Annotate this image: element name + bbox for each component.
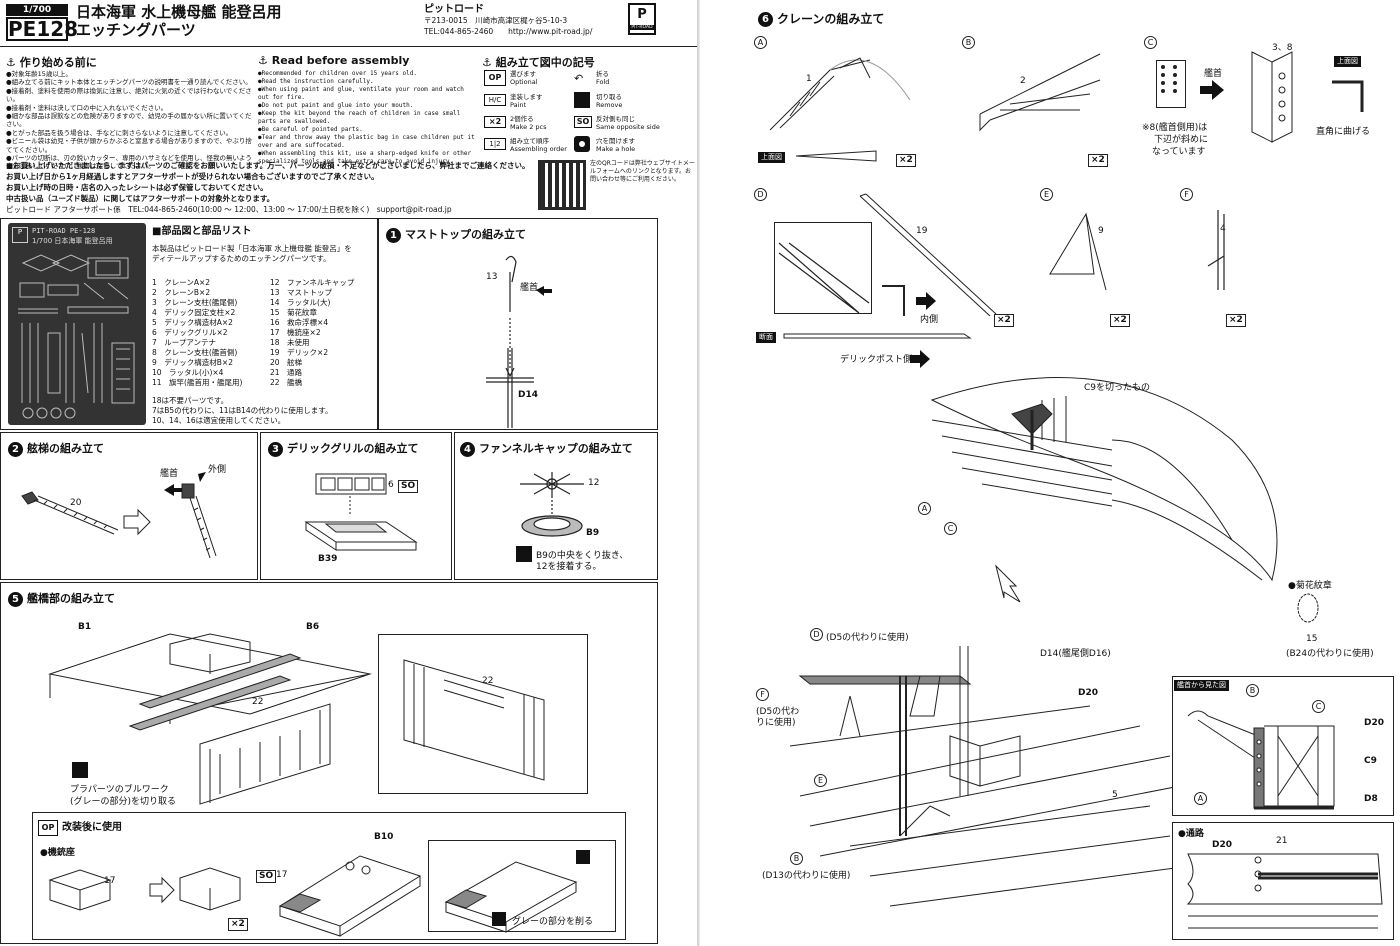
derrick-drawing [859, 193, 997, 317]
parts-notes: 18は不要パーツです。7はB5の代わりに、11はB14の代わりに使用します。10… [152, 396, 333, 425]
support-notice: ■お買い上げいただきましたら、まずはパーツのご確認をお願いいたします。万一、パー… [6, 161, 530, 214]
remove-icon [516, 546, 532, 562]
bow-view-box [1172, 676, 1394, 816]
paint-icon: H/C [484, 94, 506, 106]
part9-drawing [1049, 212, 1107, 291]
fret-logo: P [12, 227, 28, 243]
fret-parts-drawing [18, 254, 135, 419]
anchor-icon: ⚓ [258, 54, 268, 67]
emblem-drawing [1297, 593, 1319, 623]
bow-arrow-icon [536, 286, 552, 296]
step5-detail-drawing [403, 659, 545, 781]
ship-bow-drawing [930, 377, 1278, 582]
crane-b-drawing [979, 53, 1101, 132]
step1-section [378, 218, 658, 430]
step3-section [260, 432, 452, 580]
parts-intro: 本製品はピットロード製「日本海軍 水上機母艦 能登呂」をディテールアップするため… [152, 244, 352, 263]
anchor-icon: ⚓ [482, 56, 492, 69]
gun-platform-drawing [48, 867, 241, 911]
fret-image: P PIT-ROAD PE-128 1/700 日本海軍 能登呂用 [8, 223, 146, 425]
anchor-icon: ⚓ [6, 56, 16, 69]
step2-section [0, 432, 258, 580]
step1-mast-drawing [486, 255, 552, 428]
b10-detail-drawing [444, 861, 578, 933]
so-icon: SO [574, 116, 592, 128]
bow-arrow-icon [1200, 80, 1224, 100]
arrow-icon [916, 292, 936, 310]
symbols-title: ⚓ 組み立て図中の記号 [482, 56, 595, 69]
product-code: PE128 [6, 17, 79, 41]
before-list: ●対象年齢15歳以上。●組み立てる前にキット本体とエッチングパーツの説明書を一通… [6, 70, 252, 171]
optional-title: 改装後に使用 [62, 822, 122, 833]
section-drawing [783, 333, 972, 339]
walkway-drawing [1186, 853, 1383, 929]
remove-icon [492, 912, 506, 926]
fold-icon: ↶ [574, 72, 584, 85]
maker-address: 〒213-0015 川崎市高津区梶ヶ谷5-10-3 [424, 16, 568, 25]
crane-post-fold [1251, 51, 1293, 143]
step4-cap-drawing [520, 472, 584, 537]
remove-icon [574, 92, 590, 108]
bend-drawing [882, 285, 905, 316]
arrow-icon [910, 350, 930, 368]
step5-bridge-drawing [48, 633, 372, 805]
x2-icon: ×2 [484, 116, 506, 128]
maker-name: ピットロード [424, 4, 484, 15]
parts-title: ■部品図と部品リスト [152, 226, 252, 237]
step3-grill-drawing [304, 473, 418, 551]
remove-icon [72, 762, 88, 778]
left-page: 1/700 SCALE PE128 日本海軍 水上機母艦 能登呂用 エッチングパ… [0, 3, 700, 944]
bow-view-drawing [1187, 710, 1335, 810]
title-line2: エッチングパーツ [76, 21, 196, 39]
before-title: ⚓ 作り始める前に [6, 56, 97, 69]
read-title: ⚓ Read before assembly [258, 54, 410, 67]
hole-icon [574, 136, 590, 152]
order-icon: 1|2 [484, 138, 506, 150]
walkway-box [1172, 822, 1394, 940]
crane-post-plate [1156, 60, 1186, 108]
title-line1: 日本海軍 水上機母艦 能登呂用 [76, 3, 282, 21]
outer-arrow-icon [198, 472, 206, 482]
maker-contact: TEL:044-865-2460 http://www.pit-road.jp/ [424, 27, 593, 36]
qr-code[interactable] [538, 160, 586, 210]
optional-icon: OP [38, 820, 58, 836]
c-note: ※8(艦首側用)は下辺が斜めになっています [1142, 123, 1209, 157]
big-arrow-icon [995, 564, 1021, 603]
remove-icon [576, 850, 590, 864]
step4-section [454, 432, 658, 580]
scale-badge: 1/700 SCALE [6, 4, 68, 27]
pitroad-logo: P PIT-ROAD [628, 3, 656, 35]
crane-a-top [795, 150, 877, 162]
d-detail-drawing [778, 242, 870, 314]
b10-drawing [278, 855, 422, 937]
read-list: ●Recommended for children over 15 years … [258, 70, 475, 165]
right-angle-drawing [1332, 80, 1364, 112]
part4-drawing [1207, 210, 1225, 290]
step5-detail-box [378, 634, 588, 794]
crane-a-drawing [769, 57, 911, 131]
bow-arrow-icon [164, 484, 182, 496]
step2-ladder-drawing [21, 472, 217, 559]
qr-text: 左のQRコードは弊社ウェブサイトメールフォームへのリンクとなります。お問い合わせ… [590, 160, 695, 183]
lower-deck-drawing [789, 646, 1191, 907]
optional-icon: OP [484, 70, 506, 86]
